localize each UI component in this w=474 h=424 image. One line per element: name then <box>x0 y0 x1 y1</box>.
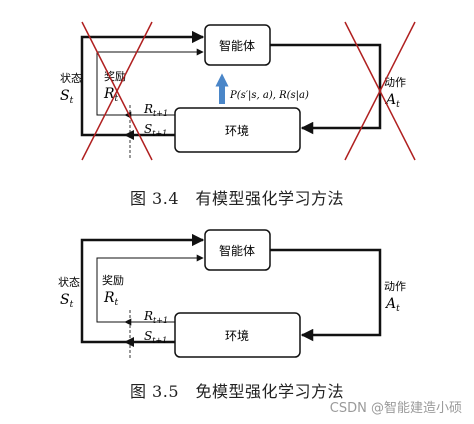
action-label: 动作 <box>384 280 406 293</box>
action-line <box>270 248 382 342</box>
model-formula: P(s′|s, a), R(s|a) <box>229 90 309 101</box>
figure-model-free: 智能体 环境 状态 St 奖励 Rt Rt+1 St+1 动作 At 图 3.5… <box>0 218 474 424</box>
environment-box <box>174 312 301 358</box>
state-label: 状态 <box>58 275 80 289</box>
model-based-diagram: 智能体 环境 P(s′|s, a), R(s|a) 状态 St 奖励 Rt Rt… <box>60 21 416 161</box>
action-line <box>270 43 382 135</box>
csdn-watermark: CSDN @智能建造小硕 <box>329 401 462 416</box>
action-symbol: At <box>384 296 400 314</box>
model-free-diagram: 智能体 环境 状态 St 奖励 Rt Rt+1 St+1 动作 At <box>58 229 406 360</box>
action-symbol: At <box>384 92 400 110</box>
caption-figure-3-5: 图 3.5 免模型强化学习方法 <box>129 382 345 401</box>
environment-label: 环境 <box>225 328 249 343</box>
state-symbol: St <box>60 88 74 106</box>
next-reward-label: Rt+1 <box>143 309 168 325</box>
agent-label: 智能体 <box>219 38 255 53</box>
state-label: 状态 <box>60 71 82 85</box>
next-reward-label: Rt+1 <box>143 102 168 118</box>
reward-label: 奖励 <box>104 69 126 83</box>
reward-symbol: Rt <box>103 86 119 104</box>
reward-symbol: Rt <box>103 290 119 308</box>
agent-label: 智能体 <box>219 243 255 258</box>
reward-label: 奖励 <box>102 273 124 287</box>
right-cross <box>344 21 416 161</box>
environment-box <box>174 107 301 153</box>
figure-model-based: 智能体 环境 P(s′|s, a), R(s|a) 状态 St 奖励 Rt Rt… <box>60 21 416 208</box>
environment-label: 环境 <box>225 123 249 138</box>
next-state-label: St+1 <box>144 122 167 138</box>
left-cross <box>81 21 153 161</box>
next-state-label: St+1 <box>144 329 167 345</box>
state-symbol: St <box>60 292 74 310</box>
action-label: 动作 <box>384 76 406 89</box>
caption-figure-3-4: 图 3.4 有模型强化学习方法 <box>129 189 345 208</box>
